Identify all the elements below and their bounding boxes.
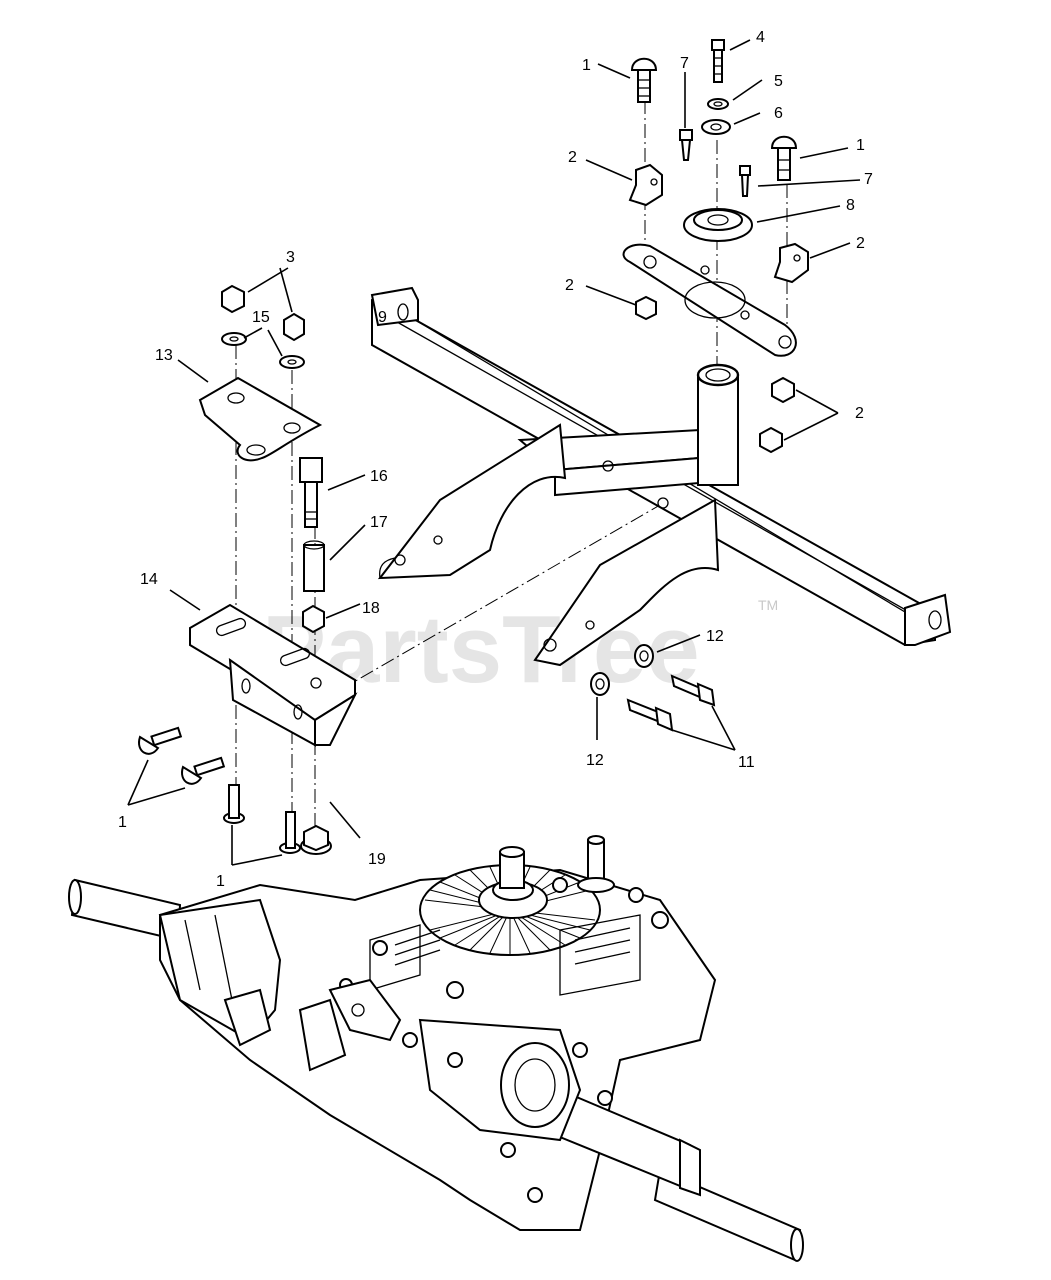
callout-5: 5 xyxy=(774,73,783,90)
left-bracket-assembly xyxy=(138,284,358,855)
right-side-hardware xyxy=(590,644,716,732)
callout-18: 18 xyxy=(362,600,380,617)
callout-labels: 1 7 4 5 6 1 7 8 2 2 2 9 2 3 15 13 16 17 … xyxy=(118,29,873,890)
transaxle-assembly xyxy=(68,835,804,1262)
callout-15: 15 xyxy=(252,309,270,326)
callout-3: 3 xyxy=(286,249,295,266)
callout-11: 11 xyxy=(738,754,755,771)
top-hardware xyxy=(628,39,809,454)
callout-2-upper-left: 2 xyxy=(568,149,577,166)
callout-7-top: 7 xyxy=(680,55,689,72)
leader-lines xyxy=(127,39,861,866)
frame-crossmember xyxy=(370,243,952,667)
callout-2-upper-right: 2 xyxy=(856,235,865,252)
callout-12-upper: 12 xyxy=(706,628,724,645)
callout-1-top: 1 xyxy=(582,57,591,74)
callout-2-plate: 2 xyxy=(565,277,574,294)
callout-16: 16 xyxy=(370,468,388,485)
callout-13: 13 xyxy=(155,347,173,364)
callout-14: 14 xyxy=(140,571,158,588)
callout-2-nuts: 2 xyxy=(855,405,864,422)
callout-9: 9 xyxy=(378,309,387,326)
callout-19: 19 xyxy=(368,851,386,868)
callout-8: 8 xyxy=(846,197,855,214)
watermark-trademark: TM xyxy=(758,597,778,613)
callout-6: 6 xyxy=(774,105,783,122)
callout-7-right: 7 xyxy=(864,171,873,188)
callout-12-lower: 12 xyxy=(586,752,604,769)
callout-1-left: 1 xyxy=(118,814,127,831)
callout-17: 17 xyxy=(370,514,388,531)
callout-1-right: 1 xyxy=(856,137,865,154)
callout-4: 4 xyxy=(756,29,765,46)
callout-1-bottom: 1 xyxy=(216,873,225,890)
